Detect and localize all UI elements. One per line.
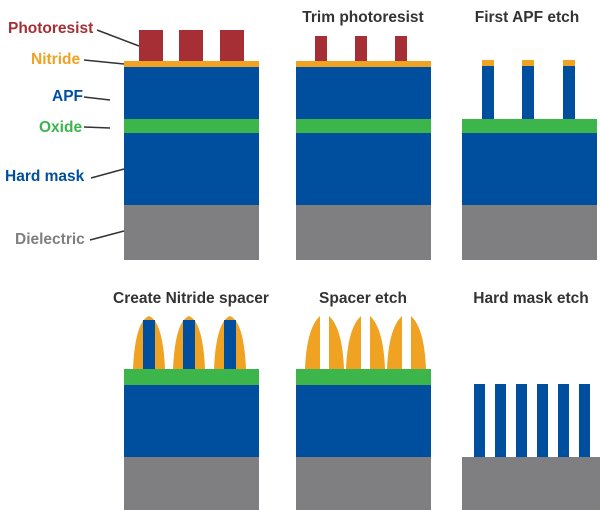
dielectric-leader-line	[89, 230, 125, 241]
dielectric-layer	[124, 205, 259, 260]
hard-mask-layer	[124, 133, 259, 205]
trimmed-photoresist-line	[315, 36, 327, 61]
panel-title: Spacer etch	[319, 290, 407, 307]
panel-first-apf-etch: First APF etch	[462, 9, 597, 260]
apf-line	[224, 320, 236, 369]
hard-mask-line	[558, 384, 569, 457]
panel-title: First APF etch	[475, 9, 580, 26]
panel-create-nitride-spacer: Create Nitride spacer	[113, 290, 269, 510]
nitride-cap	[563, 60, 575, 66]
apf-layer	[296, 67, 431, 119]
apf-layer	[124, 67, 259, 119]
panel-title: Hard mask etch	[473, 290, 588, 307]
nitride-spacer	[411, 316, 426, 369]
apf-line	[563, 66, 575, 119]
oxide-label: Oxide	[39, 119, 82, 136]
nitride-cap	[482, 60, 494, 66]
photoresist-label: Photoresist	[8, 20, 93, 37]
dielectric-layer	[462, 205, 597, 260]
apf-line	[482, 66, 494, 119]
dielectric-label: Dielectric	[15, 231, 85, 248]
oxide-layer	[296, 369, 431, 385]
nitride-spacer	[305, 316, 320, 369]
panel-title: Create Nitride spacer	[113, 290, 269, 307]
hard-mask-layer	[124, 385, 259, 457]
hard-mask-line	[537, 384, 548, 457]
hard-mask-layer	[296, 385, 431, 457]
hard-mask-leader-line	[90, 168, 125, 179]
hard-mask-layer	[462, 133, 597, 205]
nitride-spacer	[387, 316, 402, 369]
trimmed-photoresist-line	[355, 36, 367, 61]
hard-mask-line	[579, 384, 590, 457]
apf-line	[522, 66, 534, 119]
panel-hard-mask-etch: Hard mask etch	[462, 290, 600, 510]
trimmed-photoresist-line	[395, 36, 407, 61]
nitride-leader-line	[83, 59, 125, 65]
apf-line	[143, 320, 155, 369]
nitride-cap	[522, 60, 534, 66]
panel-title: Trim photoresist	[302, 9, 423, 26]
hard-mask-line	[474, 384, 485, 457]
panel-trim-photoresist: Trim photoresist	[296, 9, 431, 260]
hard-mask-line	[495, 384, 506, 457]
nitride-layer	[296, 61, 431, 67]
hard-mask-label: Hard mask	[5, 168, 85, 185]
oxide-leader-line	[83, 126, 111, 129]
hard-mask-layer	[296, 133, 431, 205]
oxide-layer	[124, 119, 259, 133]
dielectric-layer	[124, 457, 259, 510]
layer-labels: Photoresist Nitride APF Oxide Hard mask …	[5, 20, 140, 248]
nitride-label: Nitride	[31, 51, 80, 68]
dielectric-layer	[462, 457, 600, 510]
photoresist-line	[179, 30, 203, 61]
panel-spacer-etch: Spacer etch	[296, 290, 431, 510]
apf-line	[183, 320, 195, 369]
nitride-layer	[124, 61, 259, 67]
dielectric-layer	[296, 205, 431, 260]
oxide-layer	[124, 369, 259, 385]
panel-initial-stack	[124, 30, 259, 260]
photoresist-line	[220, 30, 244, 61]
apf-leader-line	[83, 96, 111, 101]
nitride-spacer	[346, 316, 361, 369]
oxide-layer	[462, 119, 597, 133]
photoresist-leader-line	[96, 29, 140, 47]
oxide-layer	[296, 119, 431, 133]
hard-mask-line	[516, 384, 527, 457]
nitride-spacer	[370, 316, 385, 369]
nitride-spacer	[329, 316, 344, 369]
dielectric-layer	[296, 457, 431, 510]
apf-label: APF	[52, 88, 83, 105]
photoresist-line	[139, 30, 163, 61]
